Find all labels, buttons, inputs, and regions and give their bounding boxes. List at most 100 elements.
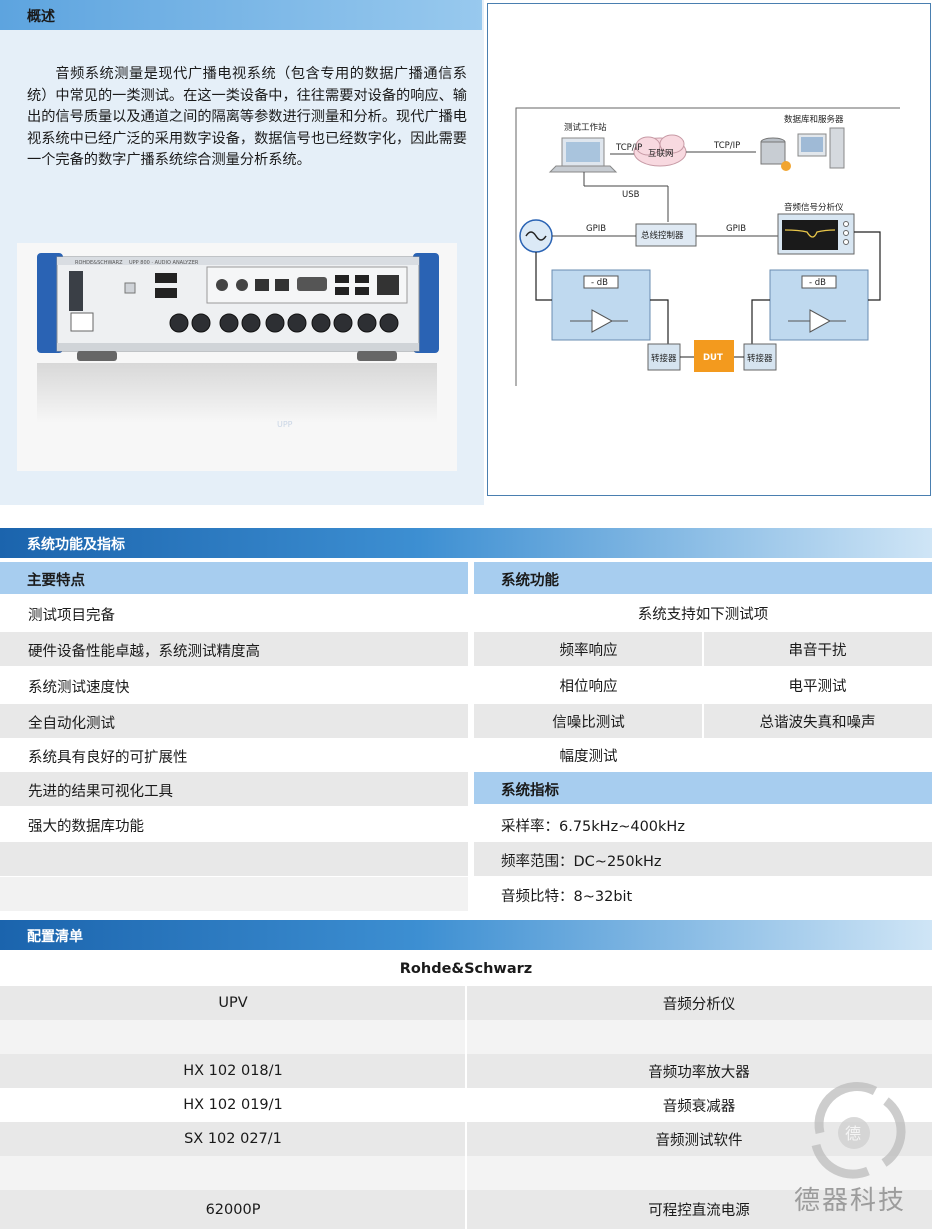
- feature-row: 强大的数据库功能: [0, 807, 468, 841]
- cloud-icon: [633, 134, 687, 167]
- column-divider: [702, 632, 704, 772]
- config-section-header: 配置清单: [0, 920, 932, 950]
- diagram-usb: USB: [622, 190, 640, 200]
- function-row: 相位响应 电平测试: [474, 668, 932, 702]
- overview-panel: 概述 音频系统测量是现代广播电视系统（包含专用的数据广播通信系统）中常见的一类测…: [0, 0, 484, 505]
- laptop-icon: [548, 137, 618, 173]
- function-row: 幅度测试: [474, 738, 932, 772]
- config-desc: 音频功率放大器: [648, 1064, 750, 1081]
- feature-row: 全自动化测试: [0, 704, 468, 738]
- function-item: 相位响应: [559, 678, 618, 695]
- feature-row: 系统测试速度快: [0, 668, 468, 702]
- logo-icon: 德: [811, 1082, 906, 1179]
- logo-glyph: 德: [845, 1124, 861, 1143]
- diagram-workstation: 测试工作站: [564, 122, 607, 133]
- function-item: 频率响应: [559, 642, 618, 659]
- feature-text: 测试项目完备: [28, 608, 115, 624]
- features-section-header: 系统功能及指标: [0, 528, 932, 558]
- feature-text: 系统测试速度快: [28, 680, 130, 696]
- overview-header: 概述: [0, 0, 482, 30]
- function-item: 幅度测试: [559, 748, 618, 765]
- config-model: [0, 1020, 466, 1054]
- feature-row: 系统具有良好的可扩展性: [0, 738, 468, 772]
- company-watermark-text: 德器科技: [794, 1186, 907, 1216]
- photo-caption: UPP: [277, 420, 293, 429]
- spec-row: 音频比特：8~32bit: [474, 877, 932, 911]
- config-model: 62000P: [205, 1201, 261, 1218]
- spec-row: 采样率：6.75kHz~400kHz: [474, 807, 932, 841]
- adapter-left-box: [647, 343, 681, 371]
- diagram-tcpip-right: TCP/IP: [713, 141, 740, 151]
- config-brand: Rohde&Schwarz: [399, 961, 533, 977]
- photo-brand: ROHDE&SCHWARZ: [75, 260, 123, 266]
- features-section-title: 系统功能及指标: [27, 537, 125, 553]
- feature-text: 系统具有良好的可扩展性: [28, 750, 188, 766]
- database-icon: [760, 137, 791, 171]
- feature-text: 先进的结果可视化工具: [28, 784, 173, 800]
- config-desc: 音频测试软件: [655, 1132, 743, 1149]
- spec-text: 频率范围：DC~250kHz: [501, 854, 662, 870]
- specs-header-label: 系统指标: [501, 783, 559, 799]
- dut-box: [694, 340, 734, 372]
- signal-generator-icon: [519, 219, 553, 253]
- diagram-adapter-right: 转接器: [747, 353, 773, 364]
- instrument-photo: ROHDE&SCHWARZ UPP 800 · AUDIO ANALYZER: [17, 243, 457, 471]
- config-section-title: 配置清单: [27, 929, 83, 945]
- feature-row: 测试项目完备: [0, 596, 468, 630]
- feature-text: 强大的数据库功能: [28, 819, 144, 835]
- functions-intro-row: 系统支持如下测试项: [474, 596, 932, 630]
- spec-text: 音频比特：8~32bit: [501, 889, 633, 905]
- overview-title: 概述: [27, 9, 55, 25]
- diagram-gpib-left: GPIB: [586, 224, 606, 234]
- system-diagram-svg: 测试工作站 互联网 TCP/IP TCP/IP 数: [515, 107, 900, 386]
- functions-intro: 系统支持如下测试项: [637, 606, 769, 623]
- diagram-tcpip-left: TCP/IP: [615, 143, 642, 153]
- function-item: 串音干扰: [788, 642, 847, 659]
- feature-row-empty: [0, 842, 468, 876]
- config-model: [0, 1156, 466, 1190]
- function-item: 电平测试: [788, 678, 847, 695]
- config-model: HX 102 019/1: [183, 1097, 283, 1113]
- spec-text: 采样率：6.75kHz~400kHz: [501, 819, 685, 835]
- functions-header: 系统功能: [474, 562, 932, 594]
- company-logo-watermark: 德: [790, 1075, 925, 1225]
- feature-text: 全自动化测试: [28, 716, 115, 732]
- diagram-db-right: - dB: [809, 278, 826, 288]
- config-desc: 音频衰减器: [662, 1098, 736, 1115]
- spec-row: 频率范围：DC~250kHz: [474, 842, 932, 876]
- photo-model: UPP 800 · AUDIO ANALYZER: [129, 260, 199, 266]
- feature-row-empty: [0, 877, 468, 911]
- config-brand-row: Rohde&Schwarz: [0, 952, 932, 986]
- diagram-adapter-left: 转接器: [651, 353, 677, 364]
- adapter-right-box: [743, 343, 777, 371]
- audio-analyzer-image: ROHDE&SCHWARZ UPP 800 · AUDIO ANALYZER: [37, 253, 439, 429]
- config-column-divider: [465, 986, 467, 1229]
- config-desc: 可程控直流电源: [648, 1203, 750, 1219]
- diagram-database: 数据库和服务器: [784, 114, 844, 125]
- diagram-bus-controller: 总线控制器: [641, 230, 684, 241]
- config-model: HX 102 018/1: [183, 1063, 283, 1079]
- features-header: 主要特点: [0, 562, 468, 594]
- specs-header: 系统指标: [474, 772, 932, 804]
- diagram-gpib-right: GPIB: [726, 224, 746, 234]
- functions-header-label: 系统功能: [501, 573, 559, 589]
- diagram-internet: 互联网: [648, 149, 674, 159]
- diagram-dut: DUT: [703, 353, 723, 363]
- function-item: 信噪比测试: [552, 714, 625, 731]
- config-desc: [466, 1020, 932, 1054]
- overview-paragraph: 音频系统测量是现代广播电视系统（包含专用的数据广播通信系统）中常见的一类测试。在…: [27, 66, 467, 168]
- config-row: HX 102 019/1 音频衰减器: [0, 1088, 932, 1122]
- feature-text: 硬件设备性能卓越，系统测试精度高: [28, 644, 260, 660]
- function-item: [703, 738, 932, 772]
- bus-controller-box: [635, 223, 697, 247]
- diagram-db-left: - dB: [591, 278, 608, 288]
- server-icon: [797, 127, 845, 169]
- config-desc: 音频分析仪: [662, 996, 736, 1013]
- features-header-label: 主要特点: [27, 573, 85, 589]
- config-model: SX 102 027/1: [184, 1131, 282, 1147]
- diagram-analyzer: 音频信号分析仪: [784, 202, 844, 213]
- feature-row: 硬件设备性能卓越，系统测试精度高: [0, 632, 468, 666]
- config-model: UPV: [218, 995, 248, 1011]
- function-item: 总谐波失真和噪声: [759, 714, 876, 731]
- system-diagram: 测试工作站 互联网 TCP/IP TCP/IP 数: [487, 3, 931, 496]
